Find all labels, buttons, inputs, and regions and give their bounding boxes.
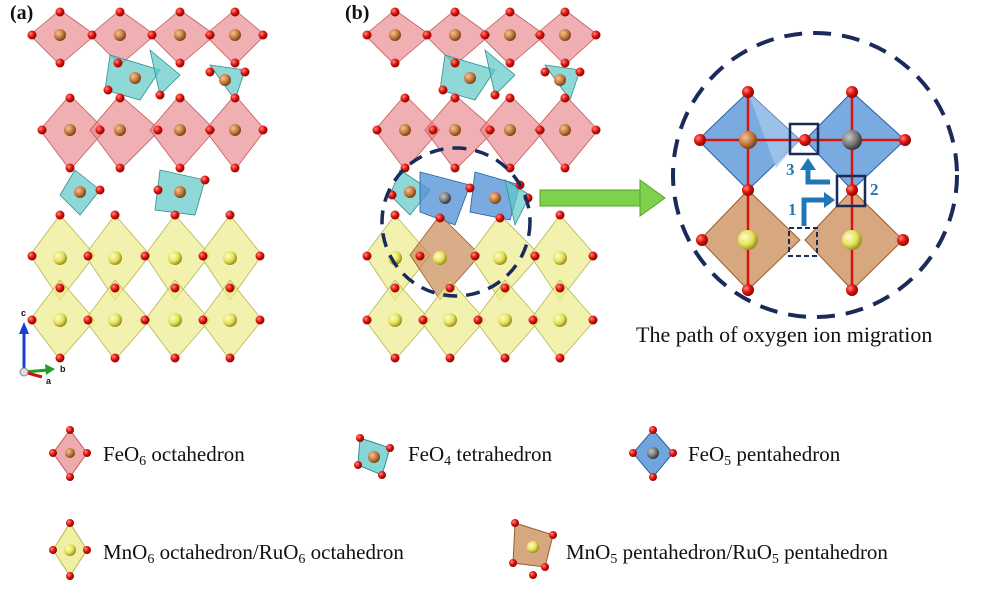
legend-label-feo4: FeO4 tetrahedron [408, 442, 553, 469]
o-site-box-2 [835, 174, 867, 208]
path-arrow-3 [805, 168, 830, 185]
axis-a-label: a [46, 376, 52, 386]
axis-b-label: b [60, 364, 66, 374]
o-vacancy-box [788, 227, 818, 257]
legend-label-feo5: FeO5 pentahedron [688, 442, 841, 469]
atoms-a [27, 7, 268, 363]
legend-icon-mno5 [509, 519, 557, 579]
inset-caption: The path of oxygen ion migration [636, 322, 933, 347]
legend-icon-mno6 [49, 519, 91, 580]
legend-icon-feo5 [629, 426, 677, 481]
legend-icon-feo4 [354, 434, 394, 479]
legend-label-mno5: MnO5 pentahedron/RuO5 pentahedron [566, 540, 888, 567]
inset-dashed-circle [671, 31, 959, 319]
axis-c-label: c [21, 308, 27, 318]
panel-b-label: (b) [345, 2, 370, 24]
legend-label-feo6: FeO6 octahedron [103, 442, 245, 469]
o-site-box-3 [788, 122, 820, 156]
highlight-dashed-circle [380, 146, 532, 298]
zoom-arrow [539, 179, 666, 217]
step-2-label: 2 [870, 180, 879, 199]
structure-panel-b [362, 7, 601, 363]
axis-triad [19, 322, 55, 379]
step-3-label: 3 [786, 160, 795, 179]
legend-label-mno6: MnO6 octahedron/RuO6 octahedron [103, 540, 404, 567]
legend-icon-feo6 [49, 426, 91, 481]
panel-a-label: (a) [10, 2, 34, 24]
migration-inset [671, 31, 959, 319]
path-arrow-1 [801, 197, 826, 226]
step-1-label: 1 [788, 200, 797, 219]
structure-panel-a [19, 7, 268, 379]
